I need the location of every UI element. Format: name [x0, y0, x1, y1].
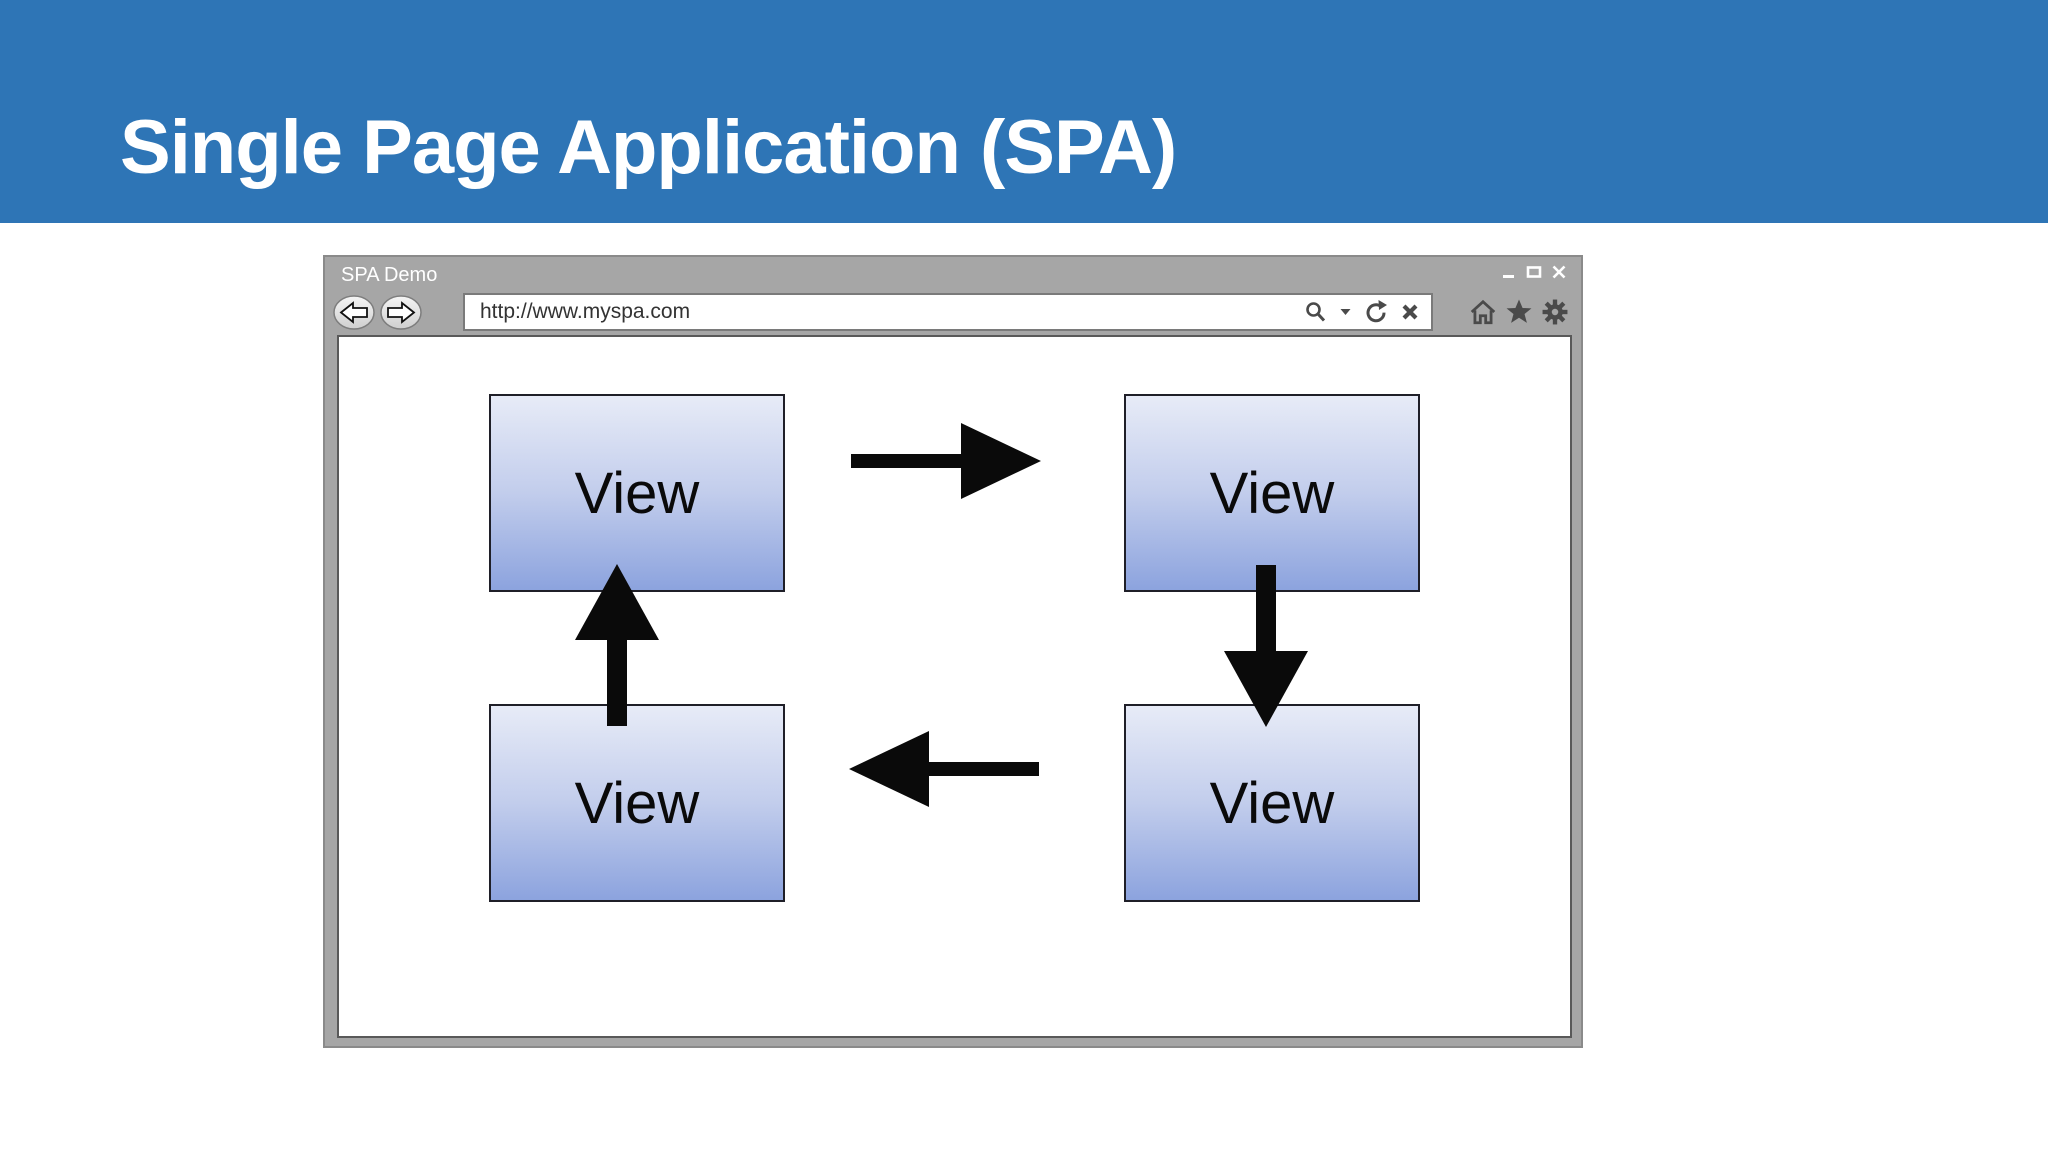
view-box-top-right: View	[1124, 394, 1420, 592]
search-icon[interactable]	[1305, 301, 1327, 323]
address-bar[interactable]: http://www.myspa.com	[463, 293, 1433, 331]
refresh-icon[interactable]	[1364, 300, 1388, 324]
browser-action-icons	[1469, 299, 1569, 325]
back-button[interactable]	[333, 294, 375, 330]
forward-icon	[380, 294, 422, 330]
view-box-label: View	[1209, 770, 1335, 836]
browser-toolbar: http://www.myspa.com	[333, 290, 1569, 334]
view-box-bottom-left: View	[489, 704, 785, 902]
browser-viewport: View View View View	[337, 335, 1572, 1038]
flow-arrow-right-icon	[851, 423, 1041, 499]
forward-button[interactable]	[380, 294, 422, 330]
star-icon[interactable]	[1505, 299, 1533, 325]
home-icon[interactable]	[1469, 299, 1497, 325]
window-title: SPA Demo	[341, 264, 438, 286]
address-bar-icons	[1305, 300, 1431, 324]
view-box-label: View	[1209, 460, 1335, 526]
close-icon[interactable]	[1551, 263, 1567, 281]
view-box-top-left: View	[489, 394, 785, 592]
window-controls	[1501, 263, 1567, 281]
flow-arrow-up-icon	[575, 564, 659, 726]
flow-arrow-down-icon	[1224, 565, 1308, 727]
url-text[interactable]: http://www.myspa.com	[480, 300, 691, 323]
view-box-label: View	[574, 460, 700, 526]
maximize-icon[interactable]	[1526, 263, 1542, 281]
minimize-icon[interactable]	[1501, 263, 1517, 281]
gear-icon[interactable]	[1541, 299, 1569, 325]
stop-icon[interactable]	[1401, 303, 1419, 321]
flow-arrow-left-icon	[849, 731, 1039, 807]
page-title: Single Page Application (SPA)	[120, 105, 1177, 190]
browser-titlebar: SPA Demo	[325, 257, 1581, 291]
back-icon	[333, 294, 375, 330]
view-box-bottom-right: View	[1124, 704, 1420, 902]
browser-window: SPA Demo	[323, 255, 1583, 1048]
slide-header: Single Page Application (SPA)	[0, 0, 2048, 223]
view-box-label: View	[574, 770, 700, 836]
caret-down-icon[interactable]	[1340, 308, 1351, 316]
